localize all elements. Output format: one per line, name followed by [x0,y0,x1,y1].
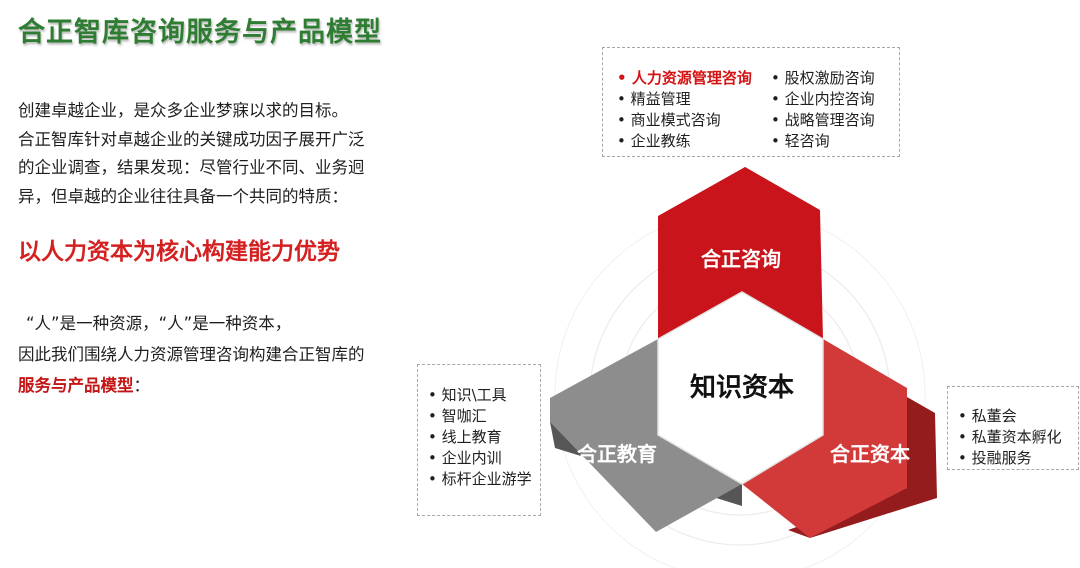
list-item: 智咖汇 [428,406,532,427]
colon-text: ： [133,376,151,395]
list-item: 企业内训 [428,448,532,469]
list-item: 战略管理咨询 [771,110,875,131]
intro-paragraph: 创建卓越企业，是众多企业梦寐以求的目标。 合正智库针对卓越企业的关键成功因子展开… [18,97,413,211]
hex-top-label: 合正咨询 [701,247,781,271]
model-line: “人”是一种资源，“人”是一种资本， [26,314,292,333]
list-item: 轻咨询 [771,131,875,152]
list-item: 人力资源管理咨询 [617,68,752,89]
list-item: 投融服务 [958,448,1062,469]
model-paragraph: “人”是一种资源，“人”是一种资本， 因此我们围绕人力资源管理咨询构建合正智库的… [18,308,418,401]
hex-right-label: 合正资本 [830,442,910,466]
hex-center-label: 知识资本 [690,373,794,403]
list-item: 精益管理 [617,89,752,110]
list-item: 标杆企业游学 [428,469,532,490]
consulting-list-left: 人力资源管理咨询 精益管理 商业模式咨询 企业教练 [617,68,752,152]
intro-line: 的企业调查，结果发现：尽管行业不同、业务迥 [18,158,365,177]
model-line-3: 服务与产品模型： [18,370,418,401]
intro-line: 创建卓越企业，是众多企业梦寐以求的目标。 [18,101,348,120]
intro-line: 合正智库针对卓越企业的关键成功因子展开广泛 [18,129,365,149]
list-item: 企业教练 [617,131,752,152]
list-item: 商业模式咨询 [617,110,752,131]
slogan: 以人力资本为核心构建能力优势 [18,239,340,265]
education-list: 知识\工具 智咖汇 线上教育 企业内训 标杆企业游学 [428,385,532,490]
page-title: 合正智库咨询服务与产品模型 [18,17,382,48]
list-item: 线上教育 [428,427,532,448]
list-item: 私董资本孵化 [958,427,1062,448]
capital-services-box: 私董会 私董资本孵化 投融服务 [947,386,1079,470]
list-item: 企业内控咨询 [771,89,875,110]
education-services-box: 知识\工具 智咖汇 线上教育 企业内训 标杆企业游学 [417,364,541,516]
list-item: 股权激励咨询 [771,68,875,89]
intro-line: 异，但卓越的企业往往具备一个共同的特质： [18,186,348,206]
hex-right-side [788,397,937,538]
hex-top-face [658,167,823,339]
hex-left-label: 合正教育 [577,442,657,466]
list-item: 知识\工具 [428,385,532,406]
consulting-list-right: 股权激励咨询 企业内控咨询 战略管理咨询 轻咨询 [771,68,875,152]
list-item: 私董会 [958,406,1062,427]
highlight-text: 服务与产品模型 [18,376,134,395]
capital-list: 私董会 私董资本孵化 投融服务 [958,406,1062,469]
model-line: 因此我们围绕人力资源管理咨询构建合正智库的 [18,345,365,364]
hex-center [657,291,824,485]
consulting-services-box: 人力资源管理咨询 精益管理 商业模式咨询 企业教练 股权激励咨询 企业内控咨询 … [602,47,900,157]
